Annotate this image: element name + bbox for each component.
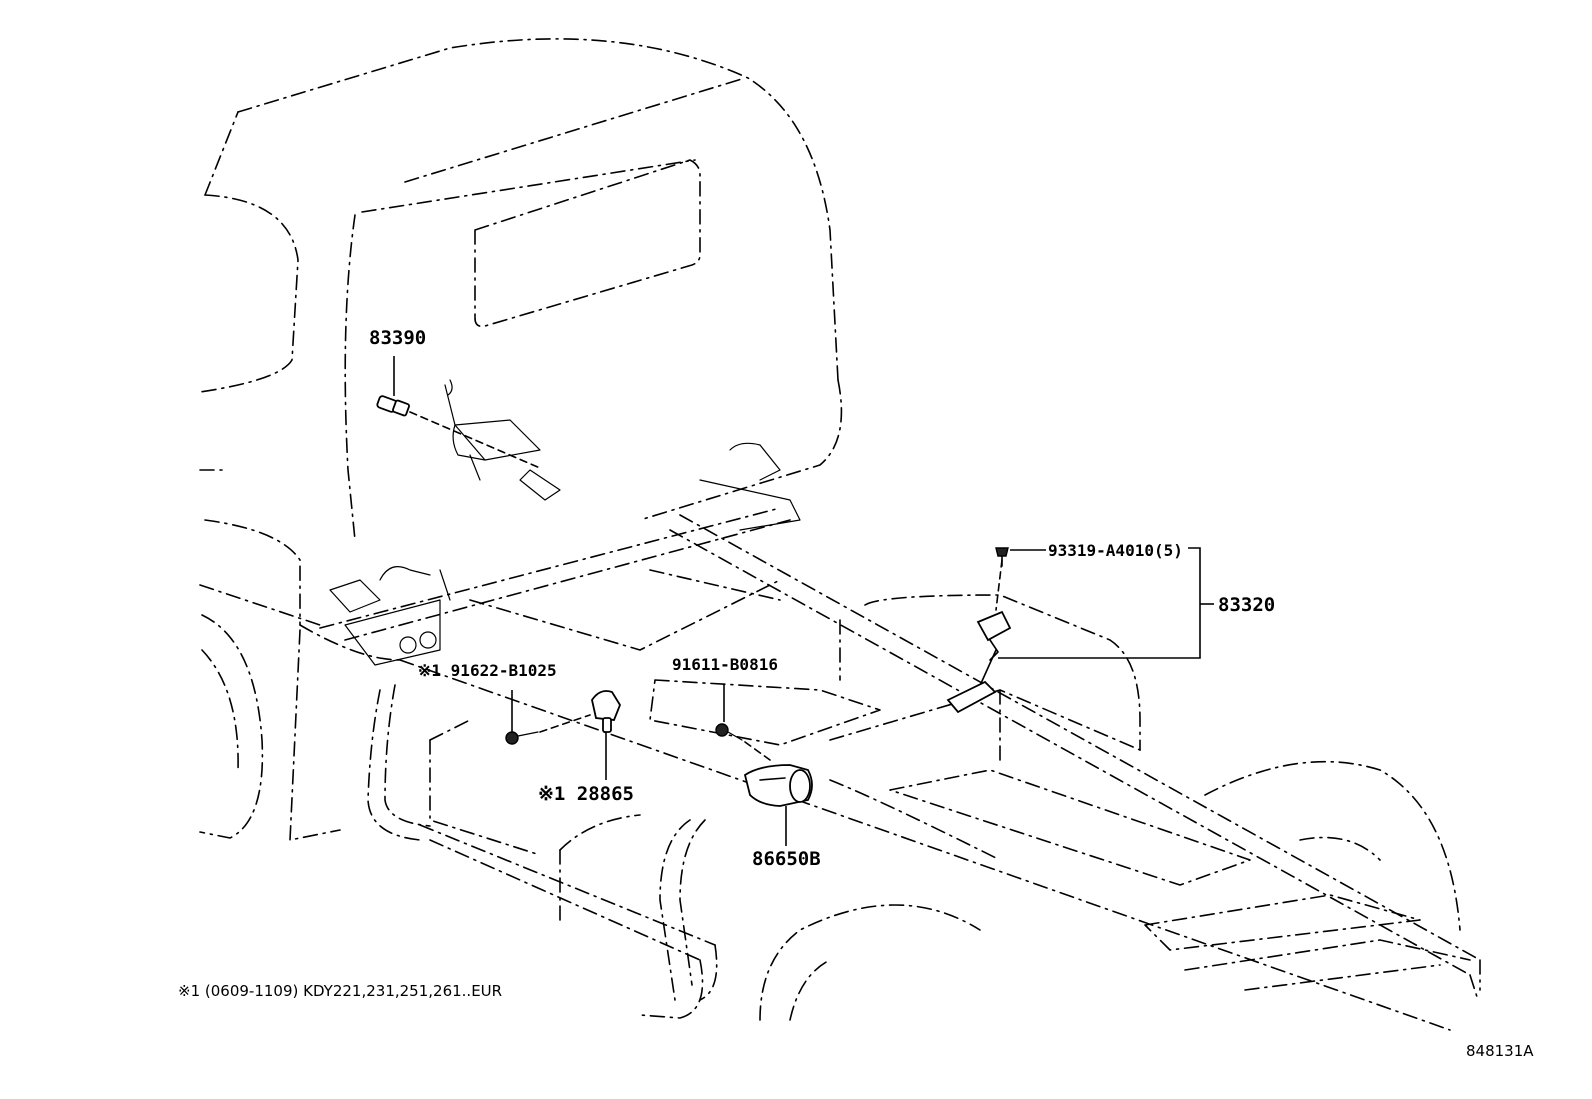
label-28865[interactable]: ※1 28865 [538,783,634,805]
part-91622-bolt[interactable] [505,690,591,745]
label-83320[interactable]: 83320 [1218,594,1276,616]
part-83390-sensor[interactable] [376,356,541,469]
part-91611-bolt[interactable] [715,684,771,761]
drawing-number: 848131A [1466,1042,1534,1060]
steering-column [329,379,801,666]
part-83320-sender[interactable] [946,547,1214,714]
label-91622-B1025[interactable]: ※1 91622-B1025 [418,661,557,680]
label-93319-A4010[interactable]: 93319-A4010(5) [1048,541,1183,560]
footnote: ※1 (0609-1109) KDY221,231,251,261..EUR [178,982,503,1000]
part-93319-screw[interactable] [995,547,1046,567]
label-86650B[interactable]: 86650B [752,848,821,870]
label-91611-B0816[interactable]: 91611-B0816 [672,655,778,674]
cab-outline [199,38,843,841]
rear-wheel [759,760,1461,1021]
frame-rails [319,507,1481,1031]
tank-outline [429,594,1141,921]
crossmembers [469,569,1471,991]
label-83390[interactable]: 83390 [369,327,427,349]
part-86650B-horn[interactable] [743,764,813,846]
part-28865-sensor[interactable] [591,690,622,780]
front-wheel [199,614,264,839]
